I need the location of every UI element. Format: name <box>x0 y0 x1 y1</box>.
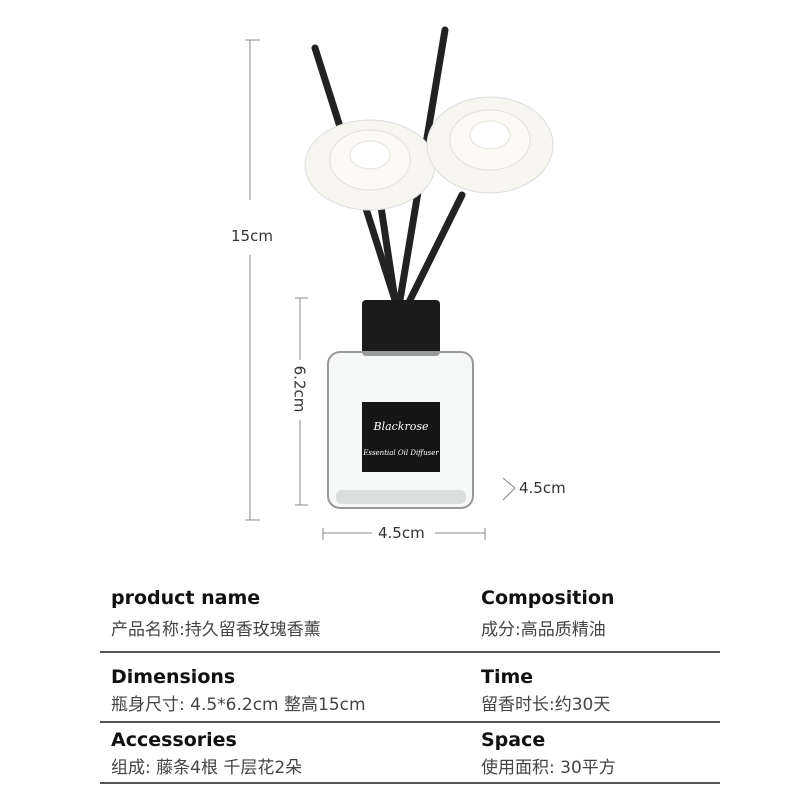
spec-value: 瓶身尺寸: 4.5*6.2cm 整高15cm <box>111 695 366 715</box>
spec-accessories: Accessories 组成: 藤条4根 千层花2朵 <box>111 729 302 778</box>
flower-left <box>304 119 436 211</box>
spec-title: Dimensions <box>111 666 236 688</box>
divider <box>100 721 720 723</box>
label-brand: Blackrose <box>372 420 429 433</box>
bottle-height-label: 6.2cm <box>290 365 309 413</box>
depth-label: 4.5cm <box>519 479 566 497</box>
spec-value: 留香时长:约30天 <box>481 695 611 715</box>
divider <box>100 782 720 784</box>
diffuser-illustration: Blackrose Essential Oil Diffuser <box>245 26 554 540</box>
spec-product-name: product name 产品名称:持久留香玫瑰香薰 <box>111 587 321 640</box>
width-label: 4.5cm <box>378 524 425 542</box>
total-height-label: 15cm <box>231 227 273 245</box>
spec-time: Time 留香时长:约30天 <box>481 666 610 715</box>
spec-title: Accessories <box>111 729 237 751</box>
label-subtitle: Essential Oil Diffuser <box>362 449 439 457</box>
spec-value: 产品名称:持久留香玫瑰香薰 <box>111 620 321 640</box>
spec-title: product name <box>111 587 261 609</box>
spec-space: Space 使用面积: 30平方 <box>481 729 616 778</box>
bottle-cap <box>362 300 440 356</box>
spec-title: Time <box>481 666 534 688</box>
bottle-label <box>362 402 440 472</box>
flower-right <box>426 96 554 194</box>
spec-dimensions: Dimensions 瓶身尺寸: 4.5*6.2cm 整高15cm <box>111 666 366 715</box>
spec-composition: Composition 成分:高品质精油 <box>481 587 614 640</box>
spec-title: Space <box>481 729 546 751</box>
spec-value: 使用面积: 30平方 <box>481 758 616 778</box>
spec-value: 成分:高品质精油 <box>481 620 606 640</box>
spec-value: 组成: 藤条4根 千层花2朵 <box>111 758 303 778</box>
dimension-lines <box>245 39 516 540</box>
spec-title: Composition <box>481 587 615 609</box>
divider <box>100 651 720 653</box>
